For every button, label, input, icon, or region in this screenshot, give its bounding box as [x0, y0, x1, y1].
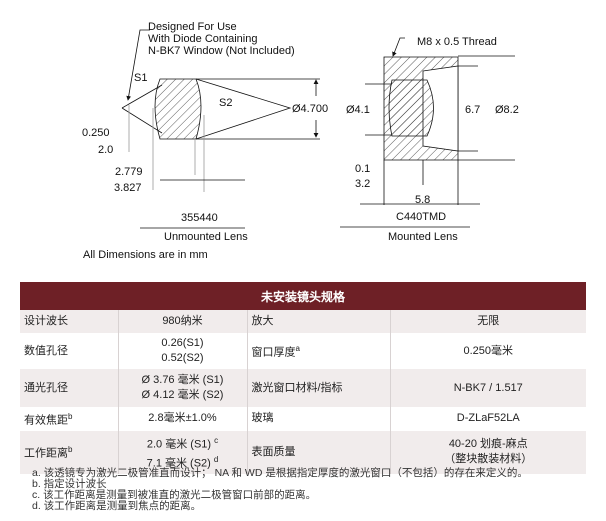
spec-label: 工作距离b [20, 430, 118, 474]
svg-text:C440TMD: C440TMD [396, 211, 446, 223]
unmounted-lens-drawing [121, 29, 320, 229]
svg-text:3.2: 3.2 [355, 178, 370, 190]
spec-label: 通光孔径 [20, 369, 118, 407]
svg-text:Designed For Use: Designed For Use [148, 21, 237, 33]
spec-value: 0.26(S1)0.52(S2) [117, 333, 247, 369]
lens-drawings: Designed For Use With Diode Containing N… [82, 21, 519, 261]
svg-text:Ø4.700: Ø4.700 [292, 103, 328, 115]
table-title: 未安装镜头规格 [20, 282, 586, 310]
svg-text:S2: S2 [219, 97, 232, 109]
svg-text:5.8: 5.8 [415, 194, 430, 206]
svg-text:3.827: 3.827 [114, 182, 142, 194]
svg-text:2.0: 2.0 [98, 144, 113, 156]
footnotes: a. 该透镜专为激光二极管准直而设计； NA 和 WD 是根据指定厚度的激光窗口… [32, 468, 528, 512]
footnote: d. 该工作距离是测量到焦点的距离。 [32, 500, 202, 512]
unmounted-labels: Designed For Use With Diode Containing N… [82, 21, 328, 261]
svg-text:With Diode Containing: With Diode Containing [148, 33, 257, 45]
spec-value: Ø 3.76 毫米 (S1)Ø 4.12 毫米 (S2) [117, 369, 247, 407]
footnote: a. 该透镜专为激光二极管准直而设计； NA 和 WD 是根据指定厚度的激光窗口… [32, 467, 528, 479]
spec-value: N-BK7 / 1.517 [389, 369, 586, 407]
svg-text:Ø4.1: Ø4.1 [346, 104, 370, 116]
footnote: c. 该工作距离是测量到被准直的激光二极管窗口前部的距离。 [32, 489, 317, 501]
spec-label: 数值孔径 [24, 344, 68, 357]
footnote: b. 指定设计波长 [32, 478, 107, 490]
svg-text:N-BK7 Window (Not Included): N-BK7 Window (Not Included) [148, 45, 295, 57]
spec-value: 980纳米 [117, 310, 247, 333]
mounted-lens-drawing [340, 37, 515, 228]
svg-text:0.250: 0.250 [82, 127, 110, 139]
spec-label: 设计波长 [20, 310, 118, 333]
spec-label: 窗口厚度a [246, 333, 390, 369]
svg-text:0.1: 0.1 [355, 163, 370, 175]
svg-text:Mounted Lens: Mounted Lens [388, 231, 458, 243]
spec-value: D-ZLaF52LA [389, 407, 586, 431]
svg-text:6.7: 6.7 [465, 104, 480, 116]
spec-label: 玻璃 [246, 407, 390, 431]
mounted-labels: M8 x 0.5 Thread Ø4.1 6.7 Ø8.2 0.1 3.2 5.… [346, 36, 519, 243]
svg-text:355440: 355440 [181, 212, 218, 224]
svg-text:2.779: 2.779 [115, 166, 143, 178]
svg-text:M8 x 0.5 Thread: M8 x 0.5 Thread [417, 36, 497, 48]
spec-value: 无限 [389, 310, 586, 333]
spec-value: 2.8毫米±1.0% [117, 407, 247, 431]
spec-value: 0.250毫米 [389, 333, 586, 369]
spec-label: 表面质量 [246, 430, 390, 474]
spec-label: 放大 [246, 310, 390, 333]
spec-value: 40-20 划痕-麻点（整块散装材料） [389, 430, 586, 474]
spec-label: 有效焦距b [24, 412, 73, 427]
spec-label: 激光窗口材料/指标 [246, 369, 390, 407]
svg-text:Ø8.2: Ø8.2 [495, 104, 519, 116]
svg-text:S1: S1 [134, 72, 147, 84]
svg-text:Unmounted Lens: Unmounted Lens [164, 231, 248, 243]
svg-text:All Dimensions are in mm: All Dimensions are in mm [83, 249, 208, 261]
